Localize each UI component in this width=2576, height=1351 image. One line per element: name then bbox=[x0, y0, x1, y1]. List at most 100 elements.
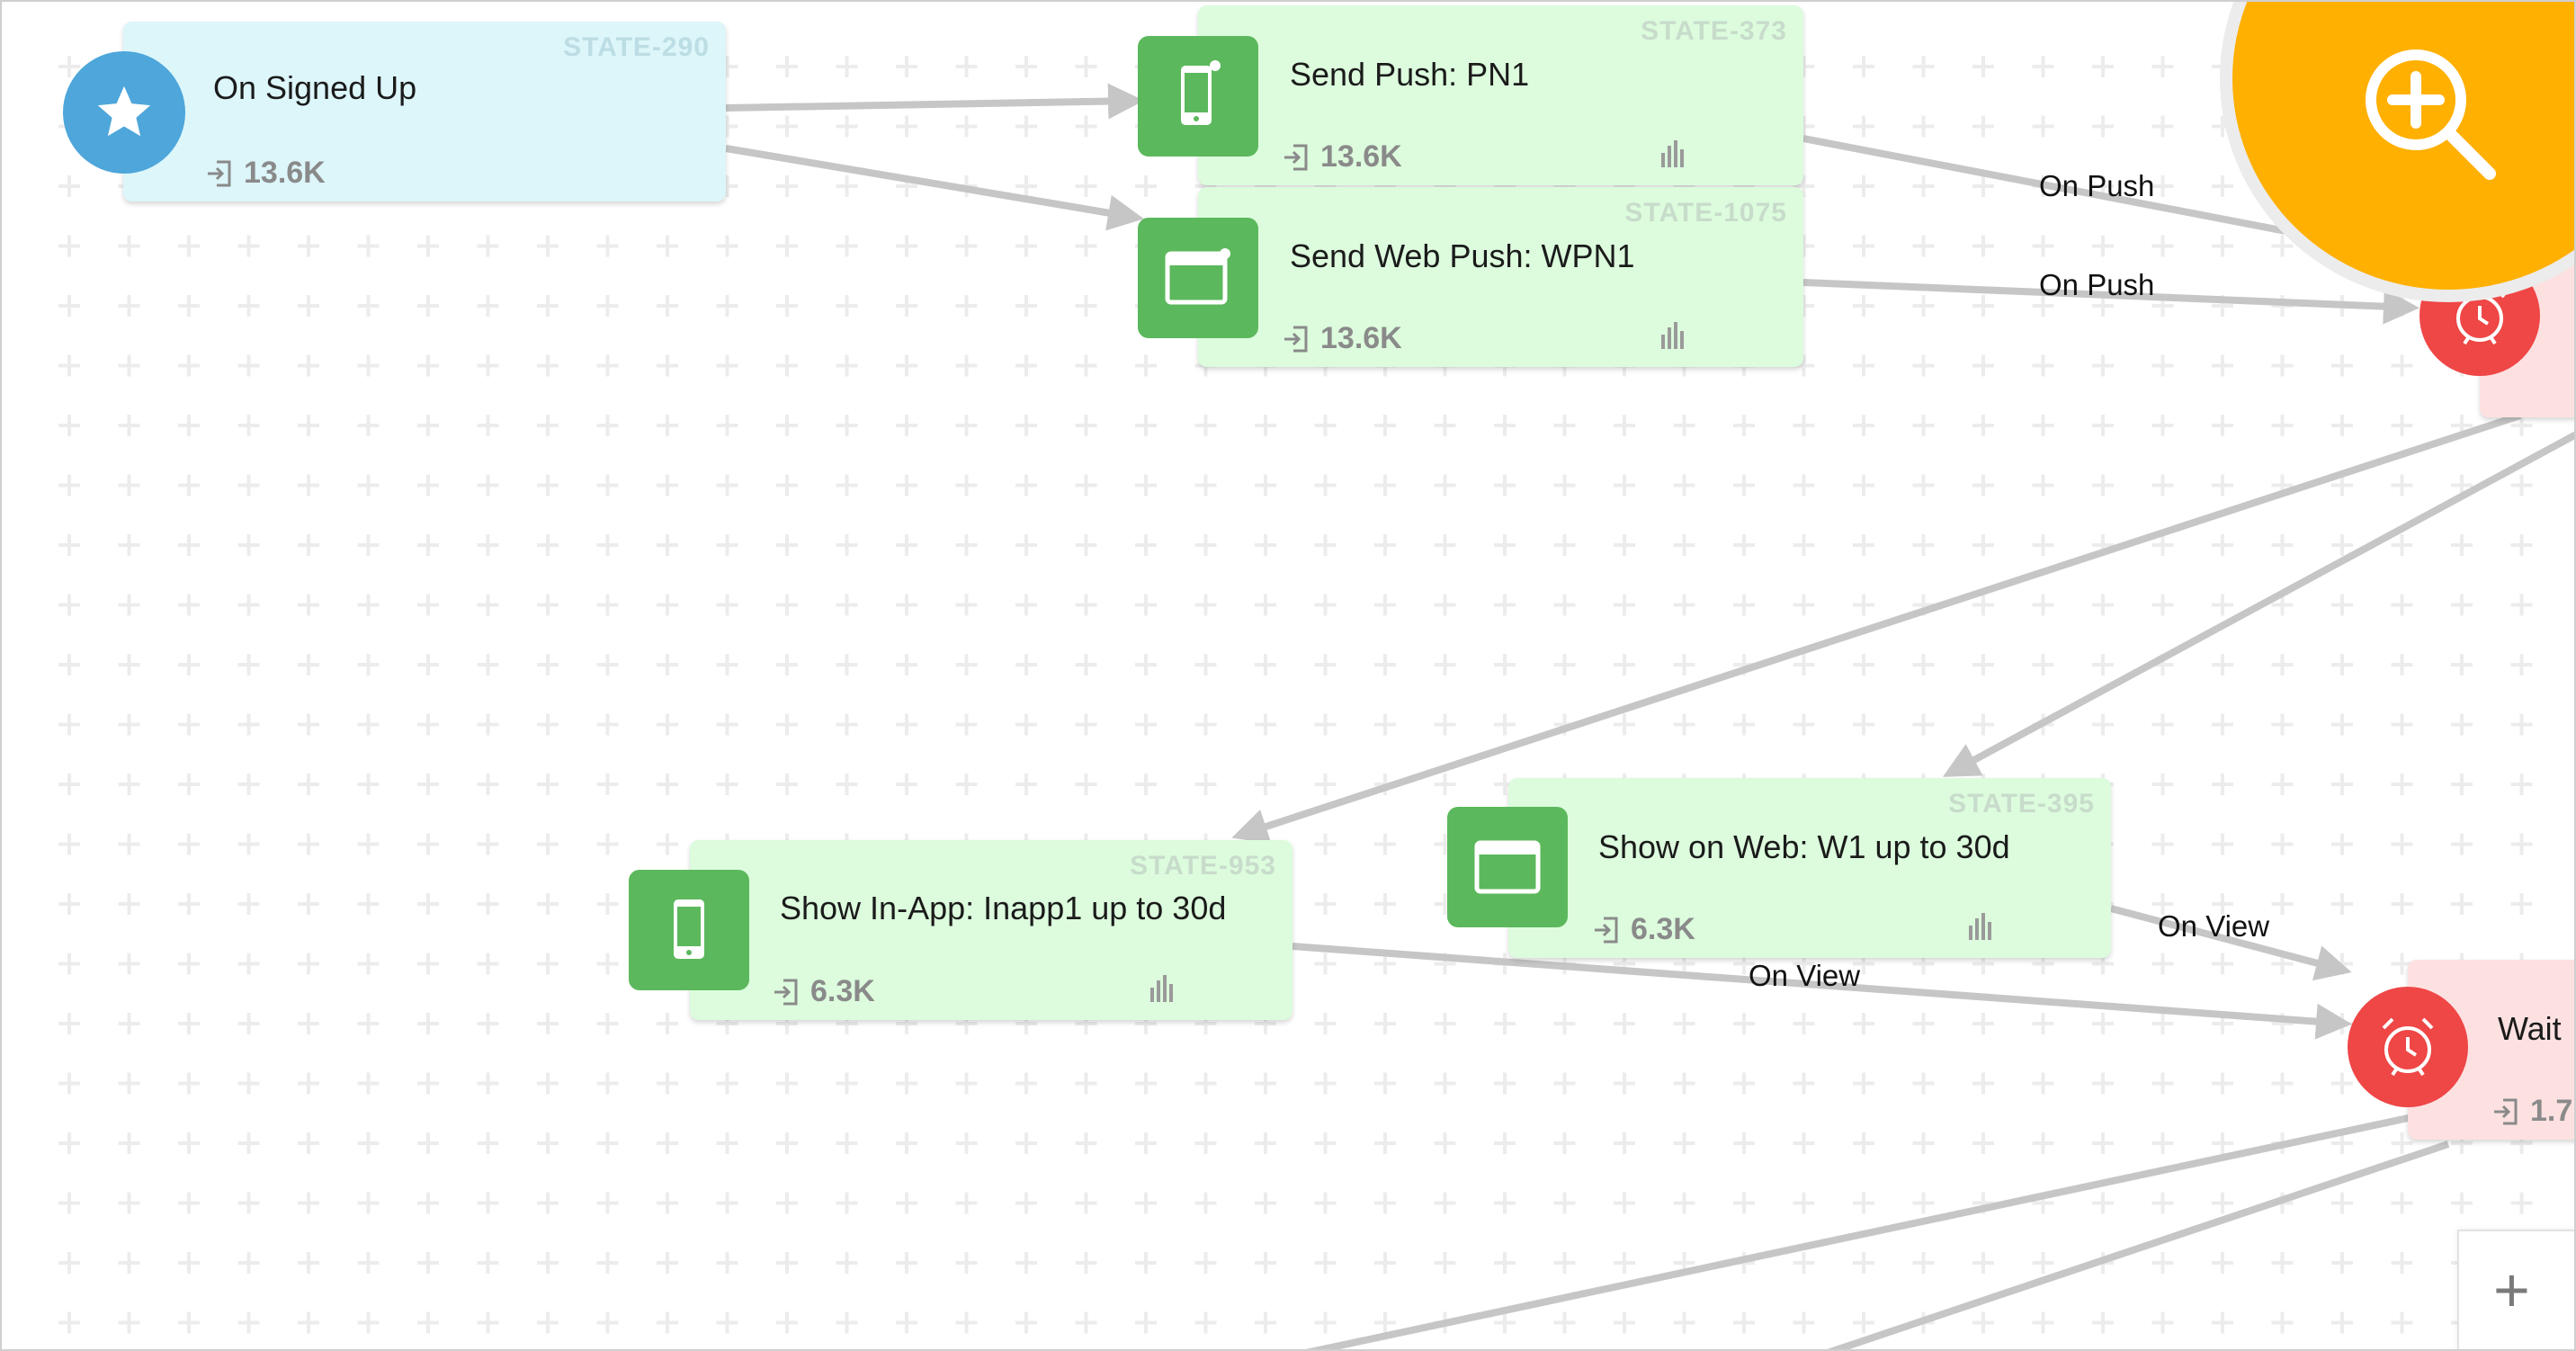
grid-cross bbox=[1972, 295, 1994, 317]
grid-cross bbox=[955, 115, 978, 138]
grid-cross bbox=[2510, 415, 2533, 436]
grid-cross bbox=[58, 1192, 80, 1214]
grid-cross bbox=[58, 953, 80, 975]
grid-cross bbox=[1075, 654, 1097, 676]
grid-cross bbox=[477, 1132, 499, 1154]
grid-cross bbox=[1075, 235, 1097, 257]
grid-cross bbox=[2212, 1311, 2233, 1334]
grid-cross bbox=[58, 774, 80, 795]
grid-cross bbox=[2331, 1311, 2353, 1334]
grid-cross bbox=[237, 474, 260, 497]
grid-cross bbox=[357, 713, 380, 736]
grid-cross bbox=[1374, 1311, 1396, 1334]
grid-cross bbox=[836, 654, 858, 676]
action-node-show-in-app[interactable]: STATE-953 Show In-App: Inapp1 up to 30d … bbox=[690, 840, 1292, 1020]
grid-cross bbox=[237, 1132, 260, 1154]
grid-cross bbox=[716, 1072, 738, 1095]
grid-cross bbox=[1733, 534, 1755, 556]
grid-cross bbox=[1135, 1072, 1157, 1095]
grid-cross bbox=[1434, 1072, 1456, 1095]
grid-cross bbox=[1194, 474, 1217, 497]
grid-cross bbox=[1015, 354, 1037, 377]
grid-cross bbox=[1434, 534, 1456, 556]
entries-icon bbox=[2494, 1098, 2518, 1124]
grid-cross bbox=[537, 1072, 559, 1095]
grid-cross bbox=[2092, 1192, 2114, 1214]
grid-cross bbox=[836, 235, 858, 257]
grid-cross bbox=[2271, 713, 2294, 736]
grid-cross bbox=[2331, 354, 2353, 377]
grid-cross bbox=[2451, 654, 2473, 676]
grid-cross bbox=[298, 1013, 319, 1034]
grid-cross bbox=[2151, 1132, 2174, 1154]
grid-cross bbox=[776, 56, 798, 77]
grid-cross bbox=[298, 295, 319, 317]
zoom-plus-control[interactable]: + bbox=[2457, 1230, 2574, 1349]
action-node-send-push[interactable]: STATE-373 Send Push: PN1 13.6K bbox=[1198, 5, 1803, 185]
bar-chart-icon[interactable] bbox=[1659, 139, 1686, 169]
grid-cross bbox=[477, 1072, 499, 1095]
grid-cross bbox=[2092, 115, 2114, 138]
grid-cross bbox=[2391, 1132, 2413, 1154]
grid-cross bbox=[1075, 295, 1097, 317]
grid-cross bbox=[596, 1192, 619, 1214]
grid-cross bbox=[1255, 1192, 1276, 1214]
grid-cross bbox=[1853, 1013, 1874, 1034]
grid-cross bbox=[1912, 654, 1935, 676]
grid-cross bbox=[1434, 474, 1456, 497]
grid-cross bbox=[298, 1072, 319, 1095]
grid-cross bbox=[118, 295, 140, 317]
grid-cross bbox=[1075, 354, 1097, 377]
grid-cross bbox=[2212, 235, 2233, 257]
grid-cross bbox=[178, 713, 200, 736]
grid-cross bbox=[537, 1252, 559, 1274]
grid-cross bbox=[1135, 594, 1157, 616]
grid-cross bbox=[2212, 354, 2233, 377]
grid-cross bbox=[896, 415, 917, 436]
grid-cross bbox=[596, 594, 619, 616]
grid-cross bbox=[1553, 534, 1576, 556]
grid-cross bbox=[776, 774, 798, 795]
grid-cross bbox=[836, 474, 858, 497]
grid-cross bbox=[1434, 594, 1456, 616]
entry-count: 13.6K bbox=[1281, 139, 1402, 174]
action-node-show-on-web[interactable]: STATE-395 Show on Web: W1 up to 30d 6.3K bbox=[1508, 778, 2111, 958]
grid-cross bbox=[1374, 534, 1396, 556]
grid-cross bbox=[2271, 594, 2294, 616]
grid-cross bbox=[1733, 713, 1755, 736]
grid-cross bbox=[1614, 654, 1635, 676]
grid-cross bbox=[1314, 1132, 1337, 1154]
bar-chart-icon[interactable] bbox=[1149, 973, 1176, 1004]
grid-cross bbox=[1075, 1192, 1097, 1214]
grid-cross bbox=[2032, 1252, 2054, 1274]
action-node-send-web-push[interactable]: STATE-1075 Send Web Push: WPN1 13.6K bbox=[1198, 187, 1803, 367]
grid-cross bbox=[2271, 774, 2294, 795]
grid-cross bbox=[2510, 1192, 2533, 1214]
grid-cross bbox=[2331, 594, 2353, 616]
grid-cross bbox=[2032, 654, 2054, 676]
grid-cross bbox=[417, 774, 439, 795]
grid-cross bbox=[118, 235, 140, 257]
grid-cross bbox=[118, 594, 140, 616]
grid-cross bbox=[1972, 1132, 1994, 1154]
grid-cross bbox=[1494, 534, 1516, 556]
grid-cross bbox=[118, 1252, 140, 1274]
state-id: STATE-290 bbox=[563, 32, 710, 62]
grid-cross bbox=[537, 415, 559, 436]
entry-count: 6.3K bbox=[771, 974, 875, 1009]
bar-chart-icon[interactable] bbox=[1967, 911, 1994, 942]
grid-cross bbox=[1853, 1252, 1874, 1274]
grid-cross bbox=[776, 1311, 798, 1334]
grid-cross bbox=[1314, 893, 1337, 915]
trigger-node-on-signed-up[interactable]: STATE-290 On Signed Up 13.6K bbox=[123, 22, 726, 201]
grid-cross bbox=[178, 654, 200, 676]
entry-count-value: 1.7 bbox=[2530, 1094, 2573, 1128]
grid-cross bbox=[58, 175, 80, 197]
bar-chart-icon[interactable] bbox=[1659, 320, 1686, 351]
grid-cross bbox=[1972, 534, 1994, 556]
grid-cross bbox=[1972, 1013, 1994, 1034]
edge-wait-inapp bbox=[1231, 412, 2522, 845]
grid-cross bbox=[1614, 1252, 1635, 1274]
grid-cross bbox=[776, 1072, 798, 1095]
